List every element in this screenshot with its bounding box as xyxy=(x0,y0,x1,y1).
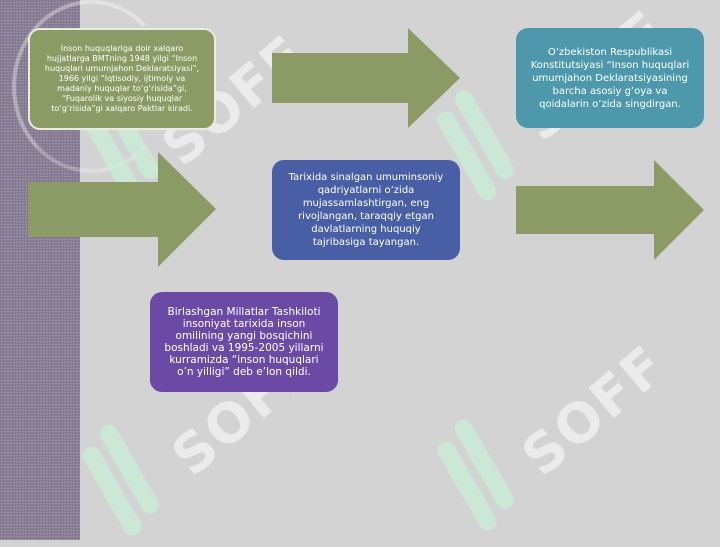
constitution-box: O’zbekiston Respublikasi Konstitutsiyasi… xyxy=(516,28,704,128)
arrow-middle-left-icon xyxy=(28,152,216,267)
decorative-circle xyxy=(12,0,170,173)
treaties-text: Inson huquqlariga doir xalqaro hujjatlar… xyxy=(44,44,200,113)
constitution-text: O’zbekiston Respublikasi Konstitutsiyasi… xyxy=(530,46,690,110)
arrow-middle-right-icon xyxy=(516,160,704,260)
un-decade-text: Birlashgan Millatlar Tashkiloti insoniya… xyxy=(164,306,324,378)
values-text: Tarixida sinalgan umuminsoniy qadriyatla… xyxy=(288,172,444,248)
watermark-text: SOFF xyxy=(510,332,679,489)
values-box: Tarixida sinalgan umuminsoniy qadriyatla… xyxy=(272,160,460,260)
arrow-top-right-icon xyxy=(272,28,460,128)
un-decade-box: Birlashgan Millatlar Tashkiloti insoniya… xyxy=(150,292,338,392)
treaties-box: Inson huquqlariga doir xalqaro hujjatlar… xyxy=(28,28,216,130)
